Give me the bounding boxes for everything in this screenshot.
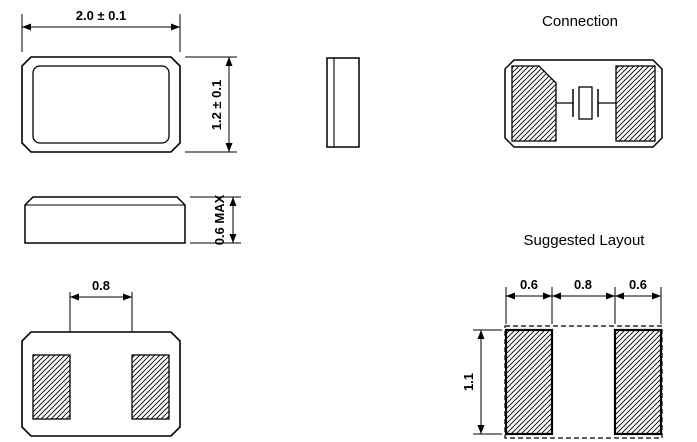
crystal-symbol (556, 86, 616, 120)
arrowhead (652, 292, 661, 300)
pad-gap-dimension: 0.8 (69, 278, 133, 353)
arrowhead (22, 23, 31, 31)
arrowhead (225, 57, 233, 66)
right-electrode-pad (615, 65, 656, 142)
layout-left-pad-width-label: 0.6 (520, 277, 538, 292)
suggested-layout-view: Suggested Layout 0.6 0.8 0.6 1.1 (461, 232, 663, 439)
arrowhead (229, 234, 237, 243)
arrowhead (477, 330, 485, 339)
layout-pad-height-label: 1.1 (461, 373, 476, 391)
arrowhead (552, 292, 561, 300)
arrowhead (123, 293, 132, 301)
thickness-dimension-label: 0.6 MAX (212, 194, 227, 245)
crystal-body (578, 86, 593, 120)
arrowhead (171, 23, 180, 31)
arrowhead (229, 197, 237, 206)
package-cavity (32, 65, 170, 144)
layout-height-dimension: 1.1 (461, 329, 502, 435)
end-view-outline (326, 57, 360, 148)
left-land-pad (504, 328, 554, 436)
bottom-view: 0.8 (21, 278, 181, 437)
pad-gap-dimension-label: 0.8 (92, 278, 110, 293)
thickness-dimension: 0.6 MAX (190, 194, 241, 245)
suggested-layout-title: Suggested Layout (524, 232, 646, 249)
width-dimension: 2.0 ± 0.1 (21, 8, 181, 52)
layout-width-dimensions: 0.6 0.8 0.6 (505, 277, 662, 324)
right-land-pad (613, 328, 663, 436)
arrowhead (70, 293, 79, 301)
height-dimension-label: 1.2 ± 0.1 (209, 80, 224, 131)
left-electrode-pad (511, 65, 557, 142)
layout-pad-gap-label: 0.8 (574, 277, 592, 292)
connection-title: Connection (542, 13, 618, 30)
height-dimension: 1.2 ± 0.1 (185, 56, 237, 153)
arrowhead (543, 292, 552, 300)
side-view: 0.6 MAX (24, 194, 241, 245)
arrowhead (225, 143, 233, 152)
arrowhead (606, 292, 615, 300)
arrowhead (615, 292, 624, 300)
width-dimension-label: 2.0 ± 0.1 (76, 8, 127, 23)
arrowhead (477, 425, 485, 434)
top-view: 2.0 ± 0.1 1.2 ± 0.1 (21, 8, 237, 153)
end-view (326, 57, 360, 148)
right-bottom-pad (131, 354, 170, 420)
side-profile-outline (24, 196, 186, 244)
arrowhead (506, 292, 515, 300)
layout-right-pad-width-label: 0.6 (629, 277, 647, 292)
left-bottom-pad (32, 354, 71, 420)
connection-view: Connection (504, 13, 663, 148)
